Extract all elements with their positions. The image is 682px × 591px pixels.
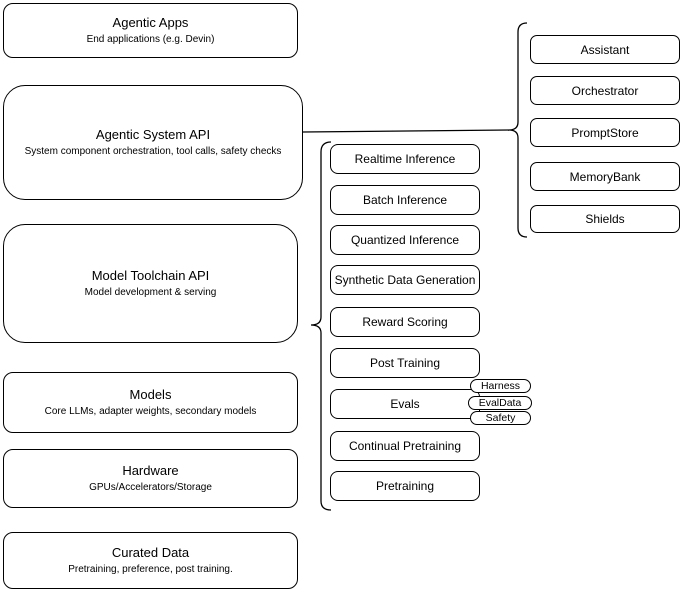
box-label: Continual Pretraining [348,439,462,453]
box-label: Pretraining [375,479,435,493]
box-agentic-system-api: Agentic System API System component orch… [3,85,303,200]
pill-label: EvalData [478,397,522,409]
box-synthetic-data-generation: Synthetic Data Generation [330,265,480,295]
pill-label: Safety [485,412,516,424]
box-curated-data: Curated Data Pretraining, preference, po… [3,532,298,589]
box-label: Batch Inference [362,193,448,207]
box-title: Model Toolchain API [91,268,210,283]
box-shields: Shields [530,205,680,233]
box-quantized-inference: Quantized Inference [330,225,480,255]
box-subtitle: GPUs/Accelerators/Storage [89,482,212,493]
pill-evaldata: EvalData [468,396,532,410]
box-label: Reward Scoring [362,315,448,329]
box-agentic-apps: Agentic Apps End applications (e.g. Devi… [3,3,298,58]
box-label: Orchestrator [571,83,639,98]
box-title: Agentic System API [95,127,211,142]
box-memorybank: MemoryBank [530,162,680,191]
pill-harness: Harness [470,379,531,393]
box-subtitle: Model development & serving [84,287,217,298]
box-title: Models [129,387,172,402]
box-label: Evals [390,397,420,411]
box-subtitle: Pretraining, preference, post training. [68,564,233,575]
box-label: MemoryBank [569,169,641,184]
box-batch-inference: Batch Inference [330,185,480,215]
pill-label: Harness [480,380,521,392]
box-continual-pretraining: Continual Pretraining [330,431,480,461]
box-title: Agentic Apps [112,15,189,30]
box-orchestrator: Orchestrator [530,76,680,105]
box-label: Realtime Inference [354,152,456,166]
box-label: PromptStore [571,125,639,140]
box-pretraining: Pretraining [330,471,480,501]
system-components-brace [508,22,528,238]
box-label: Quantized Inference [350,233,460,247]
toolchain-brace [310,141,332,511]
box-assistant: Assistant [530,35,680,64]
box-models: Models Core LLMs, adapter weights, secon… [3,372,298,433]
box-title: Hardware [122,463,179,478]
pill-safety: Safety [470,411,531,425]
box-label: Post Training [369,356,441,370]
box-promptstore: PromptStore [530,118,680,147]
box-realtime-inference: Realtime Inference [330,144,480,174]
box-reward-scoring: Reward Scoring [330,307,480,337]
box-subtitle: Core LLMs, adapter weights, secondary mo… [44,406,257,417]
box-model-toolchain-api: Model Toolchain API Model development & … [3,224,298,343]
box-subtitle: System component orchestration, tool cal… [24,146,282,157]
box-evals: Evals [330,389,480,419]
box-label: Shields [585,212,625,226]
box-post-training: Post Training [330,348,480,378]
box-hardware: Hardware GPUs/Accelerators/Storage [3,449,298,508]
box-subtitle: End applications (e.g. Devin) [86,34,215,45]
box-title: Curated Data [111,545,190,560]
system-api-to-components-line [302,129,510,133]
box-label: Assistant [580,42,630,57]
box-label: Synthetic Data Generation [334,273,476,287]
